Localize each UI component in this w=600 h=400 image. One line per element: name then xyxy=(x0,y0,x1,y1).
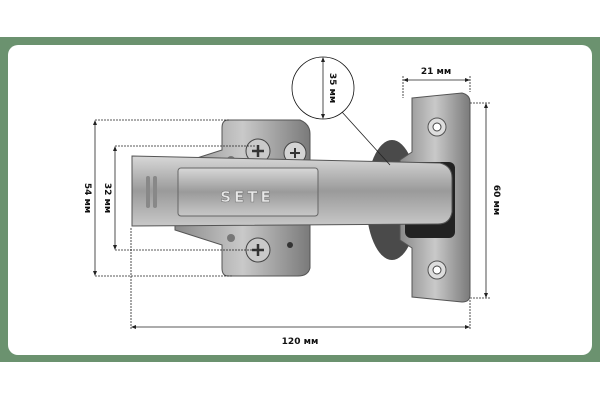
base-height-label: 54 мм xyxy=(82,183,92,213)
hole-icon xyxy=(227,234,235,242)
plate-height-label: 60 мм xyxy=(491,185,501,215)
total-length-label: 120 мм xyxy=(282,337,319,347)
arm-slot xyxy=(153,176,157,208)
hole-icon xyxy=(432,122,442,132)
dimension-lines xyxy=(94,56,490,330)
plate-width-label: 21 мм xyxy=(421,67,451,77)
hole-icon xyxy=(432,265,442,275)
hole-icon xyxy=(287,242,293,248)
arm-slot xyxy=(146,176,150,208)
screw-spacing-label: 32 мм xyxy=(102,183,112,213)
brand-logo: SETE xyxy=(220,188,274,206)
arm-cover xyxy=(177,167,319,217)
cup-diameter-label: 35 мм xyxy=(327,73,337,103)
